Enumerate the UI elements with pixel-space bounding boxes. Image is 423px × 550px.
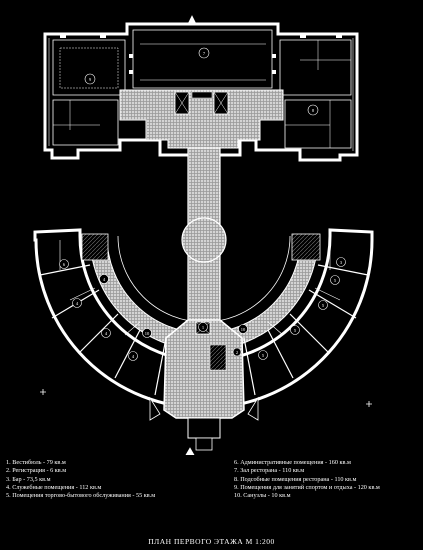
legend-item: 3. Бар - 73,5 кв.м	[6, 475, 51, 483]
room-labels: 7 9 8 6 4 4 4 10 4 1 10 5 5 5 5 3 2	[59, 47, 346, 361]
legend-item: 4. Служебные помещения - 112 кв.м	[6, 483, 102, 491]
section-marks	[40, 15, 372, 455]
room-label-2: 2	[236, 350, 238, 355]
legend-item: 6. Административные помещения - 160 кв.м	[234, 459, 351, 466]
room-label-4c: 4	[105, 331, 108, 336]
legend-item: 8. Подсобные помещения ресторана - 110 к…	[234, 475, 357, 483]
room-label-5b: 5	[294, 328, 297, 333]
floor-plan-drawing: 7 9 8 6 4 4 4 10 4 1 10 5 5 5 5 3 2	[33, 15, 374, 455]
room-label-9: 9	[89, 77, 92, 82]
room-label-6: 6	[63, 262, 66, 267]
room-label-4d: 4	[132, 354, 135, 359]
legend-item: 7. Зал ресторана - 110 кв.м	[234, 467, 305, 475]
south-wing	[33, 228, 374, 410]
room-label-8: 8	[312, 108, 315, 113]
room-label-7: 7	[203, 51, 206, 56]
north-wing	[43, 22, 359, 162]
plan-title: ПЛАН ПЕРВОГО ЭТАЖА М 1:200	[148, 537, 275, 546]
room-label-10b: 10	[241, 327, 246, 332]
legend-column-right: 6. Административные помещения - 160 кв.м…	[234, 459, 423, 500]
room-label-4b: 4	[76, 301, 79, 306]
room-label-1: 1	[202, 325, 204, 330]
room-label-5d: 5	[334, 278, 337, 283]
legend-item: 5. Помещения торгово-бытового обслуживан…	[6, 492, 156, 500]
legend-column-left: 1. Вестибюль - 79 кв.м 2. Регистрация - …	[6, 459, 216, 500]
room-label-3: 3	[340, 260, 343, 265]
room-label-5c: 5	[322, 303, 325, 308]
legend-item: 2. Регистрация - 6 кв.м	[6, 467, 67, 475]
south-lobby	[149, 319, 259, 451]
legend-item: 9. Помещения для занятий спортом и отдых…	[234, 483, 380, 491]
legend: 1. Вестибюль - 79 кв.м 2. Регистрация - …	[6, 459, 419, 521]
vestibule-floor	[119, 89, 284, 149]
room-label-5: 5	[262, 353, 265, 358]
room-label-10: 10	[145, 331, 150, 336]
legend-item: 10. Санузлы - 10 кв.м	[234, 492, 291, 500]
legend-item: 1. Вестибюль - 79 кв.м	[6, 459, 66, 466]
room-label-4: 4	[103, 277, 106, 282]
